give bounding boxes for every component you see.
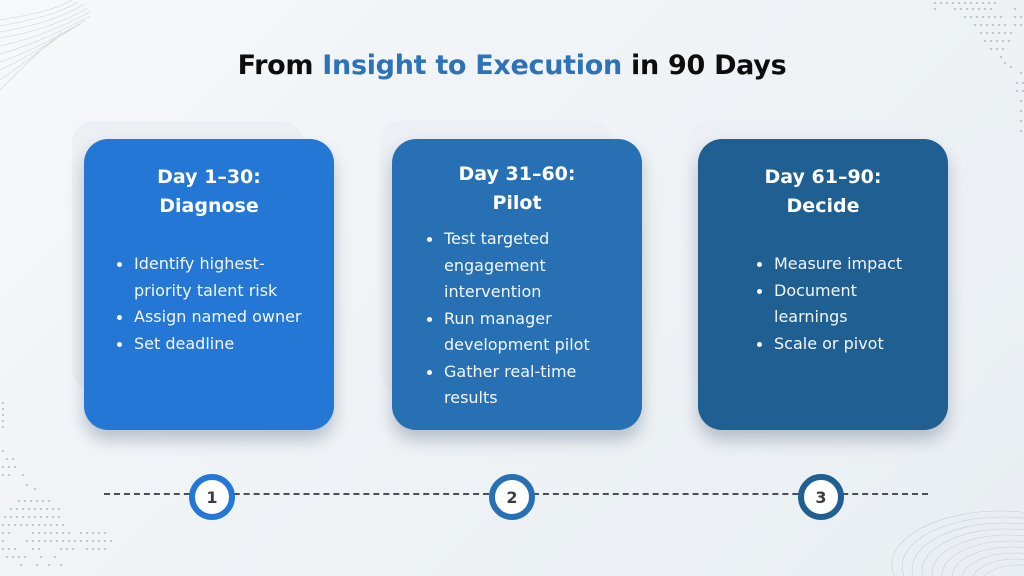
- list-item: Measure impact: [754, 251, 904, 278]
- phase-bullet-list: Measure impact Document learnings Scale …: [754, 251, 904, 357]
- list-item: Scale or pivot: [754, 331, 904, 358]
- bullet-icon: [427, 237, 432, 242]
- phase-heading: Day 61–90: Decide: [698, 163, 948, 221]
- bullet-icon: [427, 316, 432, 322]
- phase-heading: Day 1–30: Diagnose: [84, 163, 334, 221]
- bullet-icon: [117, 315, 122, 320]
- title-highlight: Insight to Execution: [322, 50, 622, 81]
- bullet-icon: [757, 288, 762, 294]
- bullet-icon: [117, 262, 122, 267]
- step-number: 3: [815, 487, 827, 507]
- step-marker-2: 2: [489, 474, 535, 520]
- list-item: Set deadline: [114, 331, 304, 358]
- bullet-icon: [757, 262, 762, 267]
- bullet-icon: [117, 341, 122, 347]
- list-item: Document learnings: [754, 278, 904, 331]
- step-number: 2: [506, 487, 518, 507]
- list-item: Assign named owner: [114, 304, 304, 331]
- step-marker-1: 1: [189, 474, 235, 520]
- step-number: 1: [206, 487, 218, 507]
- list-item: Test targeted engagement intervention: [424, 226, 624, 306]
- list-item: Gather real-time results: [424, 359, 624, 412]
- list-item: Run manager development pilot: [424, 306, 624, 359]
- step-marker-3: 3: [798, 474, 844, 520]
- phase-card-pilot: Day 31–60: Pilot Test targeted engagemen…: [392, 139, 642, 430]
- phase-card-diagnose: Day 1–30: Diagnose Identify highest-prio…: [84, 139, 334, 430]
- list-item: Identify highest-priority talent risk: [114, 251, 304, 304]
- phase-days: Day 61–90:: [764, 166, 882, 188]
- phase-days: Day 1–30:: [157, 166, 261, 188]
- bullet-icon: [427, 369, 432, 375]
- phase-bullet-list: Identify highest-priority talent risk As…: [114, 251, 304, 357]
- phase-name: Diagnose: [159, 195, 259, 217]
- phase-bullet-list: Test targeted engagement intervention Ru…: [424, 226, 624, 412]
- phase-days: Day 31–60:: [458, 163, 576, 185]
- page-title: From Insight to Execution in 90 Days: [0, 50, 1024, 81]
- title-suffix: in 90 Days: [621, 50, 787, 81]
- title-prefix: From: [237, 50, 323, 81]
- phase-name: Decide: [786, 195, 860, 217]
- phase-card-decide: Day 61–90: Decide Measure impact Documen…: [698, 139, 948, 430]
- phase-name: Pilot: [492, 192, 542, 214]
- phase-heading: Day 31–60: Pilot: [392, 160, 642, 218]
- bullet-icon: [757, 341, 762, 347]
- wave-mesh-decoration-bottom-right: [891, 510, 1024, 576]
